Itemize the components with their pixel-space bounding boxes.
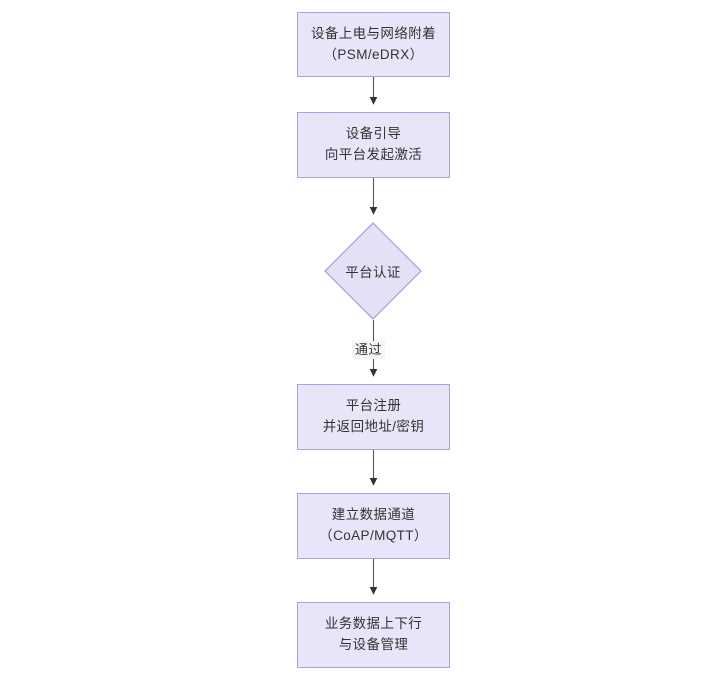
- node-text-line-1: 平台认证: [345, 265, 401, 280]
- node-text-line-2: （CoAP/MQTT）: [319, 528, 428, 543]
- node-text-line-2: 并返回地址/密钥: [322, 419, 425, 434]
- node-text-line-1: 建立数据通道: [331, 507, 416, 523]
- flow-node-device-bootstrap[interactable]: 设备引导 向平台发起激活: [297, 112, 450, 178]
- node-text-line-1: 设备引导: [345, 126, 402, 142]
- flow-node-platform-registration[interactable]: 平台注册 并返回地址/密钥: [297, 384, 450, 450]
- flow-node-business-data[interactable]: 业务数据上下行 与设备管理: [297, 602, 450, 668]
- flow-node-device-power-on[interactable]: 设备上电与网络附着 （PSM/eDRX）: [297, 12, 450, 77]
- node-text-line-1: 设备上电与网络附着: [310, 25, 437, 41]
- node-text-line-2: （PSM/eDRX）: [323, 46, 424, 62]
- node-text-line-1: 平台注册: [345, 398, 402, 414]
- diamond-shape: [324, 222, 422, 320]
- flow-node-platform-auth-decision[interactable]: 平台认证: [324, 222, 422, 320]
- node-text-line-2: 与设备管理: [338, 637, 409, 652]
- edge-label-pass: 通过: [352, 341, 386, 359]
- node-text-line-2: 向平台发起激活: [324, 147, 423, 162]
- flow-node-data-channel[interactable]: 建立数据通道 （CoAP/MQTT）: [297, 493, 450, 559]
- node-text-line-1: 业务数据上下行: [324, 616, 423, 632]
